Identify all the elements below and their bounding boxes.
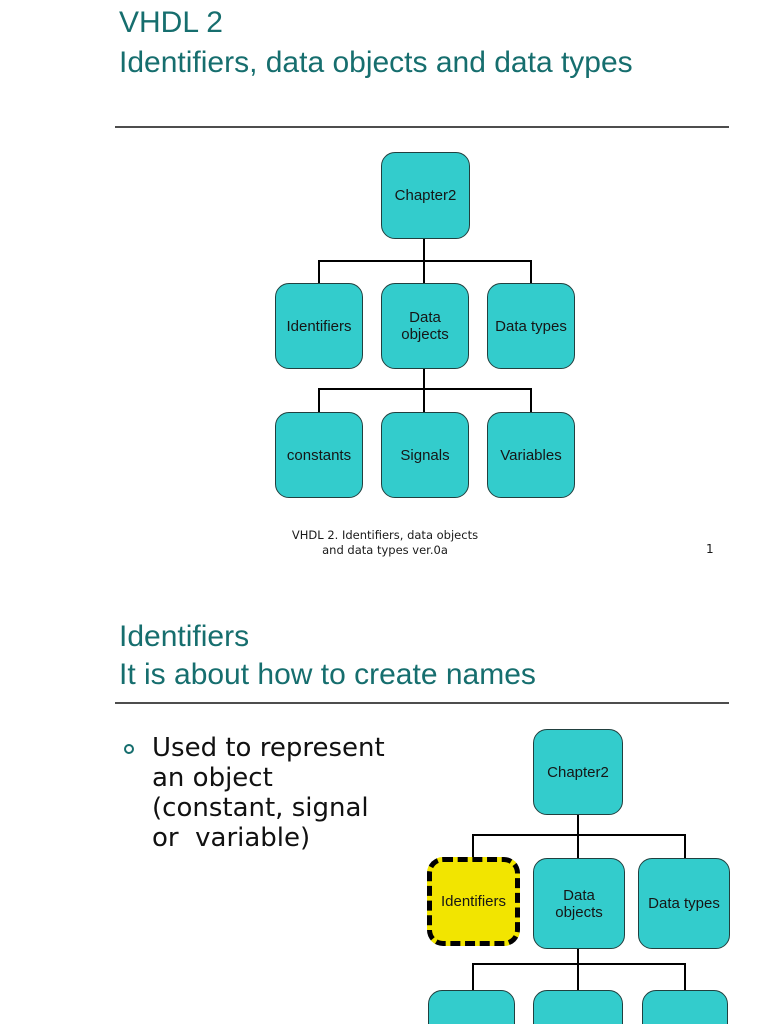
node-data-objects: Data objects (533, 858, 625, 949)
connector-line (684, 834, 686, 859)
bullet-text: Used to represent an object (constant, s… (152, 733, 385, 853)
bullet-line: or variable) (152, 823, 311, 853)
slide2-subtitle: It is about how to create names (119, 658, 536, 691)
node-data-objects: Data objects (381, 283, 469, 369)
bullet-circle-icon (124, 744, 134, 754)
footer-line1: VHDL 2. Identifiers, data objects (291, 528, 479, 542)
connector-line (472, 834, 474, 858)
slide1-title: VHDL 2 (119, 6, 223, 39)
node-chapter2: Chapter2 (533, 729, 623, 815)
connector-line (530, 260, 532, 284)
connector-line (684, 963, 686, 990)
connector-line (423, 368, 425, 413)
connector-line (577, 814, 579, 858)
node-identifiers: Identifiers (275, 283, 363, 369)
bullet-line: (constant, signal (152, 793, 369, 823)
node-constants: constants (275, 412, 363, 498)
node-data-types: Data types (487, 283, 575, 369)
connector-line (318, 388, 320, 413)
slide1-subtitle: Identifiers, data objects and data types (119, 46, 633, 79)
node-signals: Signals (381, 412, 469, 498)
connector-line (472, 834, 686, 836)
node-partial (642, 990, 728, 1024)
slide1-divider (115, 126, 729, 128)
connector-line (318, 260, 532, 262)
connector-line (577, 948, 579, 990)
connector-line (530, 388, 532, 413)
bullet-line: an object (152, 763, 273, 793)
node-data-types: Data types (638, 858, 730, 949)
connector-line (472, 963, 686, 965)
node-chapter2: Chapter2 (381, 152, 470, 239)
slide1-footer: VHDL 2. Identifiers, data objects and da… (255, 528, 515, 558)
page-number: 1 (706, 542, 714, 556)
slide2-title: Identifiers (119, 620, 250, 653)
bullet-line: Used to represent (152, 733, 385, 763)
node-partial (428, 990, 515, 1024)
footer-line2: and data types ver.0a (322, 543, 448, 557)
node-partial (533, 990, 623, 1024)
connector-line (472, 963, 474, 990)
connector-line (318, 260, 320, 284)
node-variables: Variables (487, 412, 575, 498)
slide2-divider (115, 702, 729, 704)
connector-line (318, 388, 532, 390)
node-identifiers-highlighted: Identifiers (427, 857, 520, 946)
